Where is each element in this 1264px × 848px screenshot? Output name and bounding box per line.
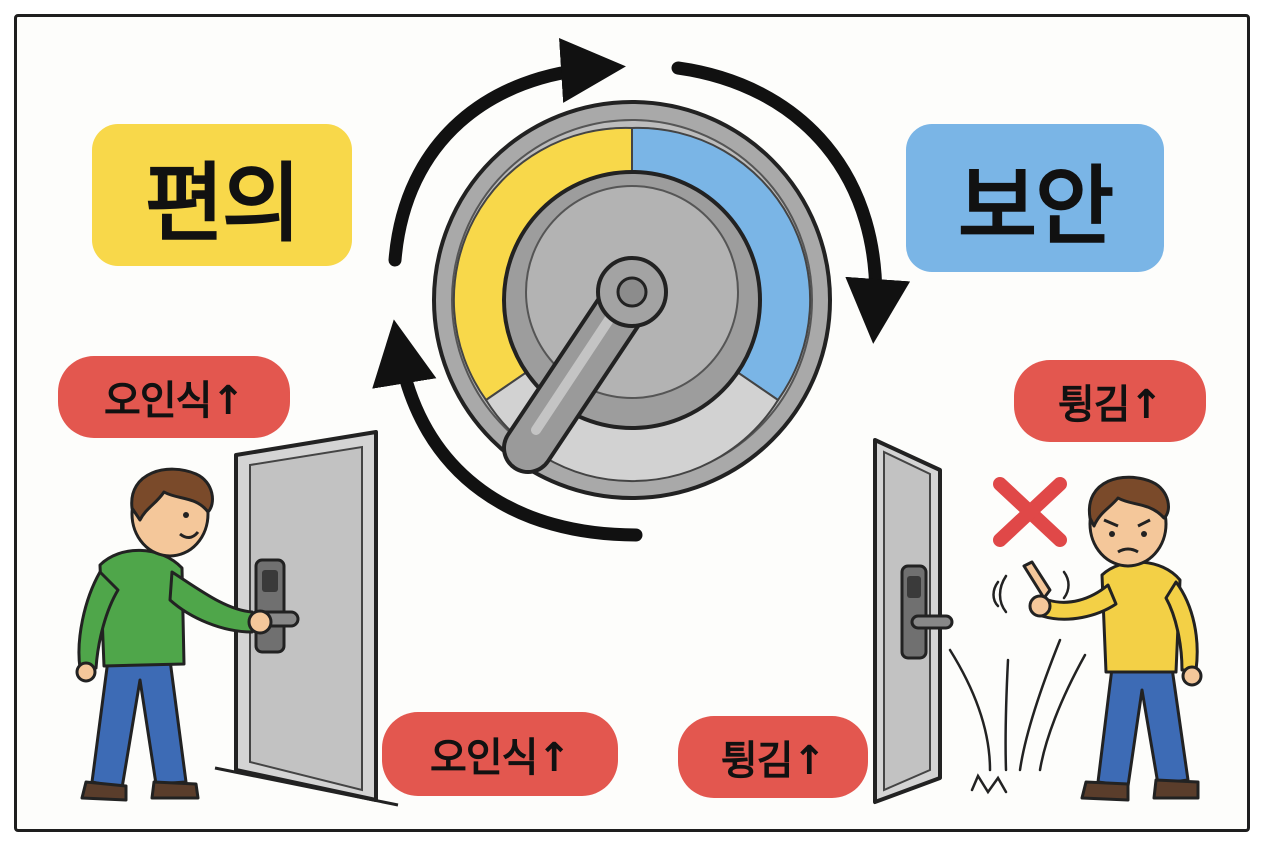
rejection-tag-bottom: 튕김↑ — [678, 716, 868, 798]
security-label: 보안 — [906, 124, 1164, 272]
bounce-lines — [948, 638, 1087, 795]
arrow-top-right — [671, 61, 911, 344]
rejection-tag-top: 튕김↑ — [1014, 360, 1206, 442]
smart-lock-right — [900, 564, 954, 660]
shake-lines — [992, 570, 1070, 614]
arrow-top-left — [388, 38, 626, 267]
right-door — [873, 438, 1087, 804]
person-happy — [75, 467, 273, 802]
red-x-icon — [993, 477, 1067, 547]
arrow-bottom — [372, 319, 643, 542]
person-frustrated — [1022, 475, 1203, 802]
circular-arrows-icon — [372, 38, 911, 542]
convenience-label: 편의 — [92, 124, 352, 266]
balance-dial-icon — [432, 100, 832, 500]
false-recognition-tag-bottom: 오인식↑ — [382, 712, 618, 796]
left-door — [214, 430, 399, 807]
false-recognition-tag-top: 오인식↑ — [58, 356, 290, 438]
